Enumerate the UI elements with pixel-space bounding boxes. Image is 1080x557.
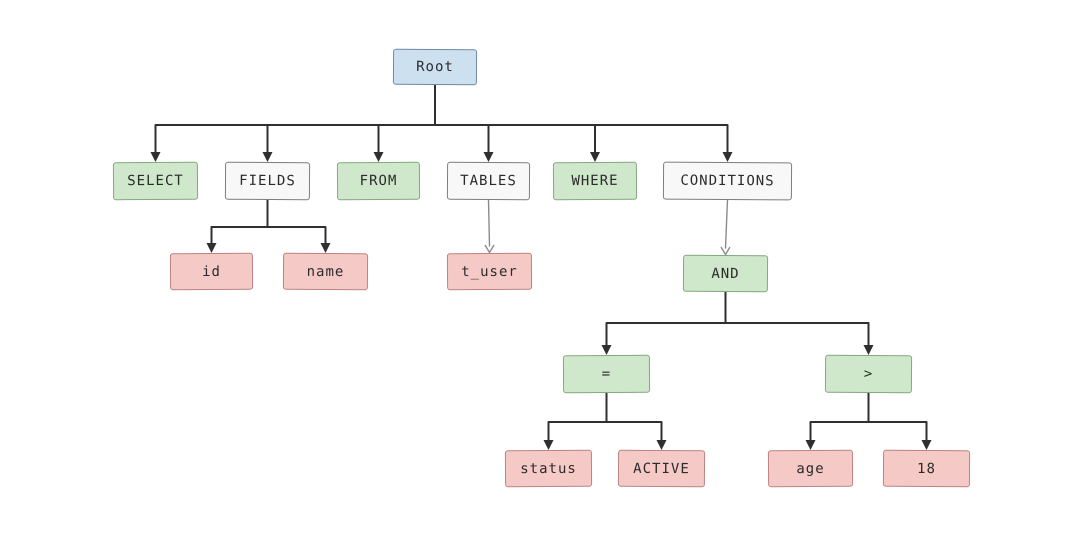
node-from: FROM — [336, 161, 421, 201]
arrowhead-root-where — [590, 152, 600, 162]
edge-tables-t_user — [487, 199, 491, 247]
arrowhead-gt-n18 — [921, 440, 932, 450]
node-name: name — [282, 252, 369, 291]
node-conditions: CONDITIONS — [662, 161, 793, 201]
edge-bus-gt — [809, 392, 928, 443]
arrowhead-and-gt — [863, 345, 874, 355]
node-where: WHERE — [552, 161, 638, 201]
node-and: AND — [682, 254, 769, 293]
arrowhead-eq-status — [543, 440, 554, 450]
node-fields: FIELDS — [224, 161, 311, 201]
arrowhead-eq-active — [656, 440, 667, 450]
node-age: age — [767, 449, 854, 488]
node-status: status — [504, 449, 593, 488]
arrowhead-root-select — [150, 152, 161, 162]
edge-bus-and — [605, 291, 870, 348]
arrowhead-fields-id — [206, 243, 217, 253]
edge-bus-eq — [547, 392, 663, 443]
node-root: Root — [392, 48, 478, 86]
node-active: ACTIVE — [617, 449, 706, 488]
arrowhead-root-conditions — [722, 152, 733, 162]
node-n18: 18 — [882, 449, 971, 488]
node-id: id — [169, 252, 254, 291]
node-eq: = — [562, 354, 651, 394]
node-select: SELECT — [112, 161, 199, 201]
node-gt: > — [824, 354, 913, 394]
arrowhead-tables-t_user — [484, 244, 495, 254]
arrowhead-conditions-and — [720, 246, 731, 256]
arrowhead-gt-age — [805, 440, 816, 450]
arrowhead-root-fields — [262, 152, 273, 162]
edge-bus-root — [154, 84, 729, 155]
arrowhead-root-tables — [483, 152, 494, 162]
arrowhead-fields-name — [320, 243, 331, 253]
node-t_user: t_user — [446, 252, 533, 291]
node-tables: TABLES — [446, 161, 531, 201]
edge-bus-fields — [210, 199, 327, 246]
edge-conditions-and — [724, 199, 729, 249]
arrowhead-root-from — [373, 152, 384, 162]
arrowhead-and-eq — [601, 345, 612, 355]
